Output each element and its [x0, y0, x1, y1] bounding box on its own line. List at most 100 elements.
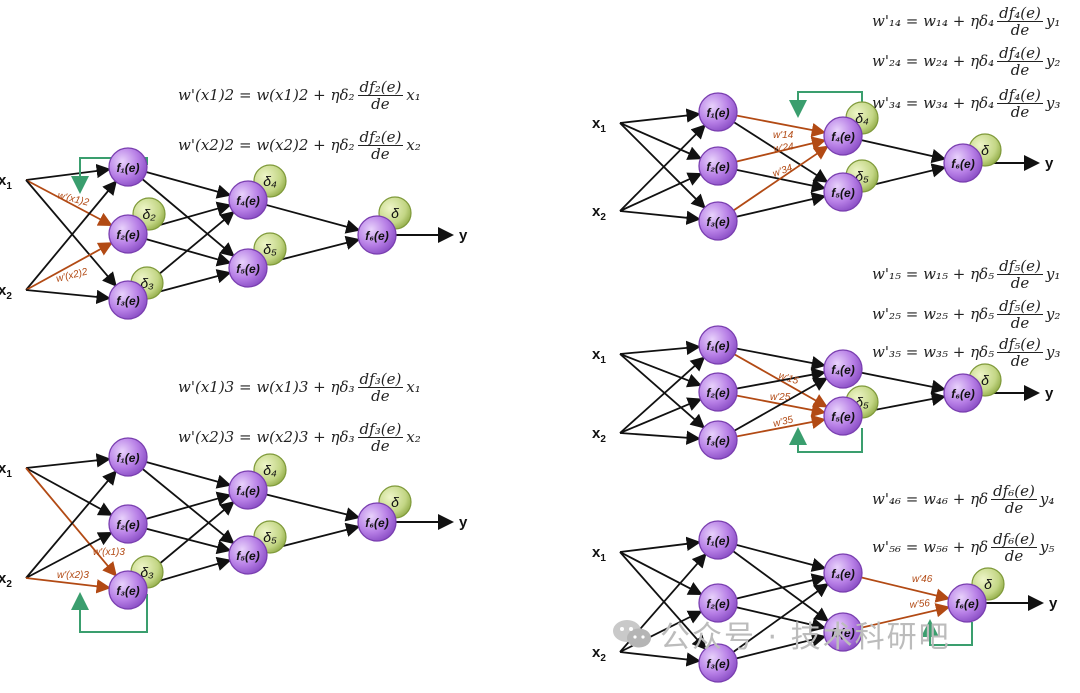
node-circle — [228, 248, 268, 288]
output-y: y — [1045, 155, 1054, 172]
node-label: f₃(e) — [706, 434, 729, 448]
node-circle — [823, 612, 863, 652]
formula-lhs: w'(x1)2 = w(x1)2 + ηδ₂ — [178, 86, 355, 104]
node-f5: f₅(e) — [823, 612, 863, 652]
weight-label: w'(x2)2 — [55, 266, 89, 285]
formula-tail: x₁ — [406, 86, 421, 104]
node-f3: f₃(e) — [698, 201, 738, 241]
node-circle — [698, 325, 738, 365]
formula-lhs: w'(x2)3 = w(x2)3 + ηδ₃ — [178, 428, 355, 446]
node-label: f₅(e) — [236, 262, 259, 276]
feedback-arrow — [71, 592, 148, 633]
edge-f1-f5 — [127, 456, 235, 545]
edge-x2-f1 — [619, 356, 706, 434]
formula-fraction: df₆(e)de — [991, 483, 1037, 516]
node-f2: f₂(e) — [698, 146, 738, 186]
input-x2: x2 — [592, 425, 606, 445]
formula-numerator: df₂(e) — [357, 77, 404, 96]
node-circle — [947, 583, 987, 623]
formula-denominator: de — [1010, 313, 1030, 332]
edge-x1-f2 — [25, 467, 113, 516]
formula-denominator: de — [1010, 273, 1030, 292]
feedback-arrow — [789, 91, 863, 118]
node-label: f₄(e) — [831, 567, 854, 581]
node-f6: f₆(e) — [943, 373, 983, 413]
node-label: f₂(e) — [116, 228, 139, 242]
node-label: f₄(e) — [831, 363, 854, 377]
delta-label: δ — [981, 372, 989, 388]
delta-label: δ — [391, 494, 399, 510]
formula-tail: y₄ — [1039, 490, 1055, 508]
weight-label: w'(x1)3 — [93, 547, 125, 558]
node-f6: f₆(e) — [943, 143, 983, 183]
edge-x1-f3 — [619, 551, 707, 651]
formula-numerator: df₄(e) — [997, 43, 1043, 62]
input-x1: x1 — [0, 460, 12, 480]
node-f5: f₅(e) — [228, 535, 268, 575]
edge-x2-f3 — [619, 430, 701, 445]
node-label: f₃(e) — [116, 584, 139, 598]
wechat-icon — [612, 617, 652, 651]
edge-x2-f1 — [25, 180, 118, 291]
node-circle — [943, 373, 983, 413]
edge-f3-f4 — [717, 583, 830, 664]
node-circle — [108, 280, 148, 320]
node-f2: f₂(e) — [698, 583, 738, 623]
formula-lhs: w'(x1)3 = w(x1)3 + ηδ₃ — [178, 378, 355, 396]
output-y: y — [459, 227, 468, 244]
formula-fraction: df₃(e)de — [357, 419, 404, 454]
node-f1: f₁(e) — [108, 147, 148, 187]
node-label: f₆(e) — [951, 157, 974, 171]
edge-x2-f1 — [25, 470, 117, 579]
edge-x1-f2 — [25, 179, 113, 226]
feedback-arrow — [789, 427, 863, 453]
edge-x1-f3 — [619, 353, 706, 429]
node-circle — [823, 396, 863, 436]
formula-denominator: de — [1010, 20, 1030, 39]
node-f2: f₂(e) — [108, 504, 148, 544]
formula-numerator: df₅(e) — [997, 296, 1043, 315]
formula-fraction: df₆(e)de — [991, 531, 1037, 564]
edge-f1-f5 — [717, 344, 829, 408]
node-label: f₅(e) — [831, 410, 854, 424]
formula-fraction: df₄(e)de — [997, 87, 1043, 120]
node-label: f₁(e) — [117, 161, 140, 175]
formula-numerator: df₅(e) — [997, 256, 1043, 275]
formula-tail: y₃ — [1045, 343, 1061, 361]
formula-denominator: de — [1010, 60, 1030, 79]
formula-tail: x₂ — [406, 428, 421, 446]
formula-fraction: df₅(e)de — [997, 258, 1043, 291]
delta-d5: δ₅ — [845, 159, 879, 193]
node-circle — [357, 215, 397, 255]
formula-numerator: df₃(e) — [357, 419, 404, 438]
weight-label: w'46 — [912, 574, 933, 585]
node-circle — [823, 172, 863, 212]
node-circle — [823, 349, 863, 389]
edge-x1-f2 — [619, 353, 702, 388]
formula-tail: x₂ — [406, 136, 421, 154]
edge-x1-f3 — [619, 122, 706, 209]
output-y: y — [1049, 595, 1058, 612]
formula-tail: y₂ — [1045, 52, 1061, 70]
edge-x2-f1 — [619, 124, 706, 212]
output-y: y — [1045, 385, 1054, 402]
node-label: f₁(e) — [707, 339, 730, 353]
formula-lhs: w'₁₅ = w₁₅ + ηδ₅ — [872, 265, 995, 283]
edge-x1-f2 — [619, 551, 703, 596]
formula-tail: y₁ — [1045, 265, 1061, 283]
formula-fraction: df₅(e)de — [997, 298, 1043, 331]
node-label: f₆(e) — [365, 516, 388, 530]
edge-f1-f5 — [717, 111, 829, 183]
input-x1: x1 — [592, 346, 606, 366]
formula-denominator: de — [1010, 351, 1030, 370]
node-circle — [698, 420, 738, 460]
input-x1: x1 — [592, 544, 606, 564]
node-f4: f₄(e) — [228, 470, 268, 510]
formula-denominator: de — [371, 386, 390, 405]
weight-label: w'25 — [770, 392, 791, 403]
delta-label: δ₃ — [140, 275, 154, 291]
